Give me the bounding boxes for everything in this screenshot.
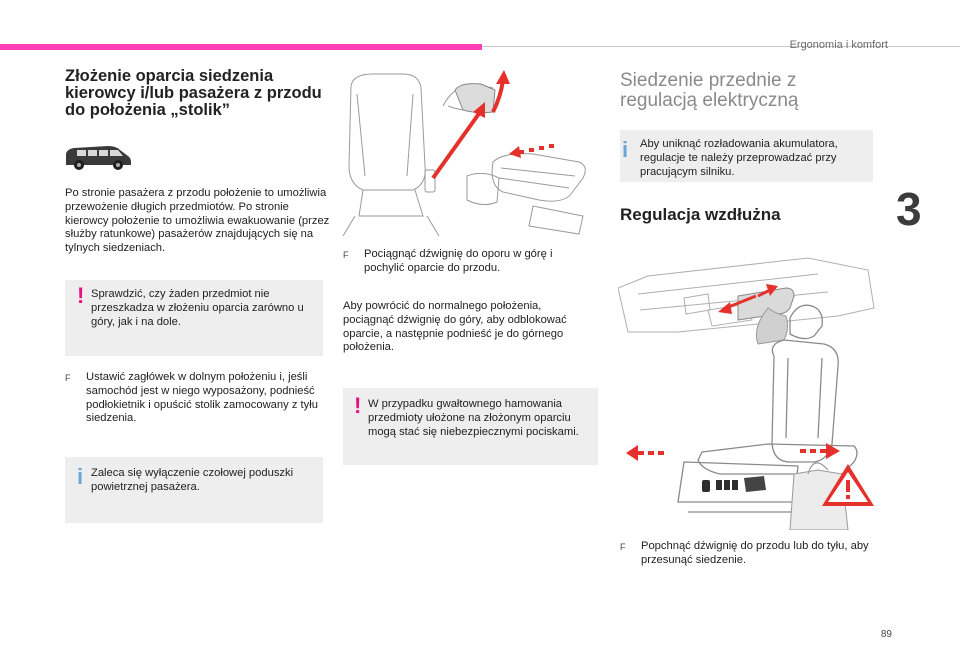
left-info-box: i Zaleca się wyłączenie czołowej poduszk… <box>65 457 323 523</box>
right-heading: Siedzenie przednie z regulacją elektrycz… <box>620 70 799 111</box>
right-subheading: Regulacja wzdłużna <box>620 205 781 224</box>
info-icon: i <box>622 137 629 162</box>
chapter-number: 3 <box>896 183 922 235</box>
middle-return-text: Aby powrócić do normalnego położenia, po… <box>343 300 567 354</box>
left-warning-text: Sprawdzić, czy żaden przedmiot nie przes… <box>91 288 304 328</box>
van-icon <box>62 140 134 174</box>
accent-bar <box>0 44 482 50</box>
middle-warning-text: W przypadku gwałtownego hamowania przedm… <box>368 398 579 438</box>
right-step-text: Popchnąć dźwignię do przodu lub do tyłu,… <box>641 540 869 566</box>
bullet-icon: F <box>65 373 71 383</box>
middle-step-text: Pociągnąć dźwignię do oporu w górę i poc… <box>364 248 553 274</box>
right-info-box: i Aby uniknąć rozładowania akumulatora, … <box>620 130 873 182</box>
left-step-text: Ustawić zagłówek w dolnym położeniu i, j… <box>86 371 318 425</box>
middle-warning-box: ! W przypadku gwałtownego hamowania prze… <box>343 388 598 465</box>
left-info-text: Zaleca się wyłączenie czołowej poduszki … <box>91 467 294 493</box>
warning-icon: ! <box>354 393 362 418</box>
left-intro: Po stronie pasażera z przodu położenie t… <box>65 187 330 255</box>
page-number: 89 <box>880 629 892 640</box>
section-title: Ergonomia i komfort <box>789 39 888 51</box>
bullet-icon: F <box>620 542 626 552</box>
left-warning-box: ! Sprawdzić, czy żaden przedmiot nie prz… <box>65 280 323 356</box>
electric-seat-illustration <box>617 248 880 531</box>
warning-icon: ! <box>77 283 85 308</box>
folding-seat-illustration <box>342 66 591 238</box>
info-icon: i <box>77 464 84 489</box>
bullet-icon: F <box>343 250 349 260</box>
left-heading: Złożenie oparcia siedzenia kierowcy i/lu… <box>65 67 322 119</box>
right-info-text: Aby uniknąć rozładowania akumulatora, re… <box>640 138 838 178</box>
header-rule <box>482 46 960 47</box>
